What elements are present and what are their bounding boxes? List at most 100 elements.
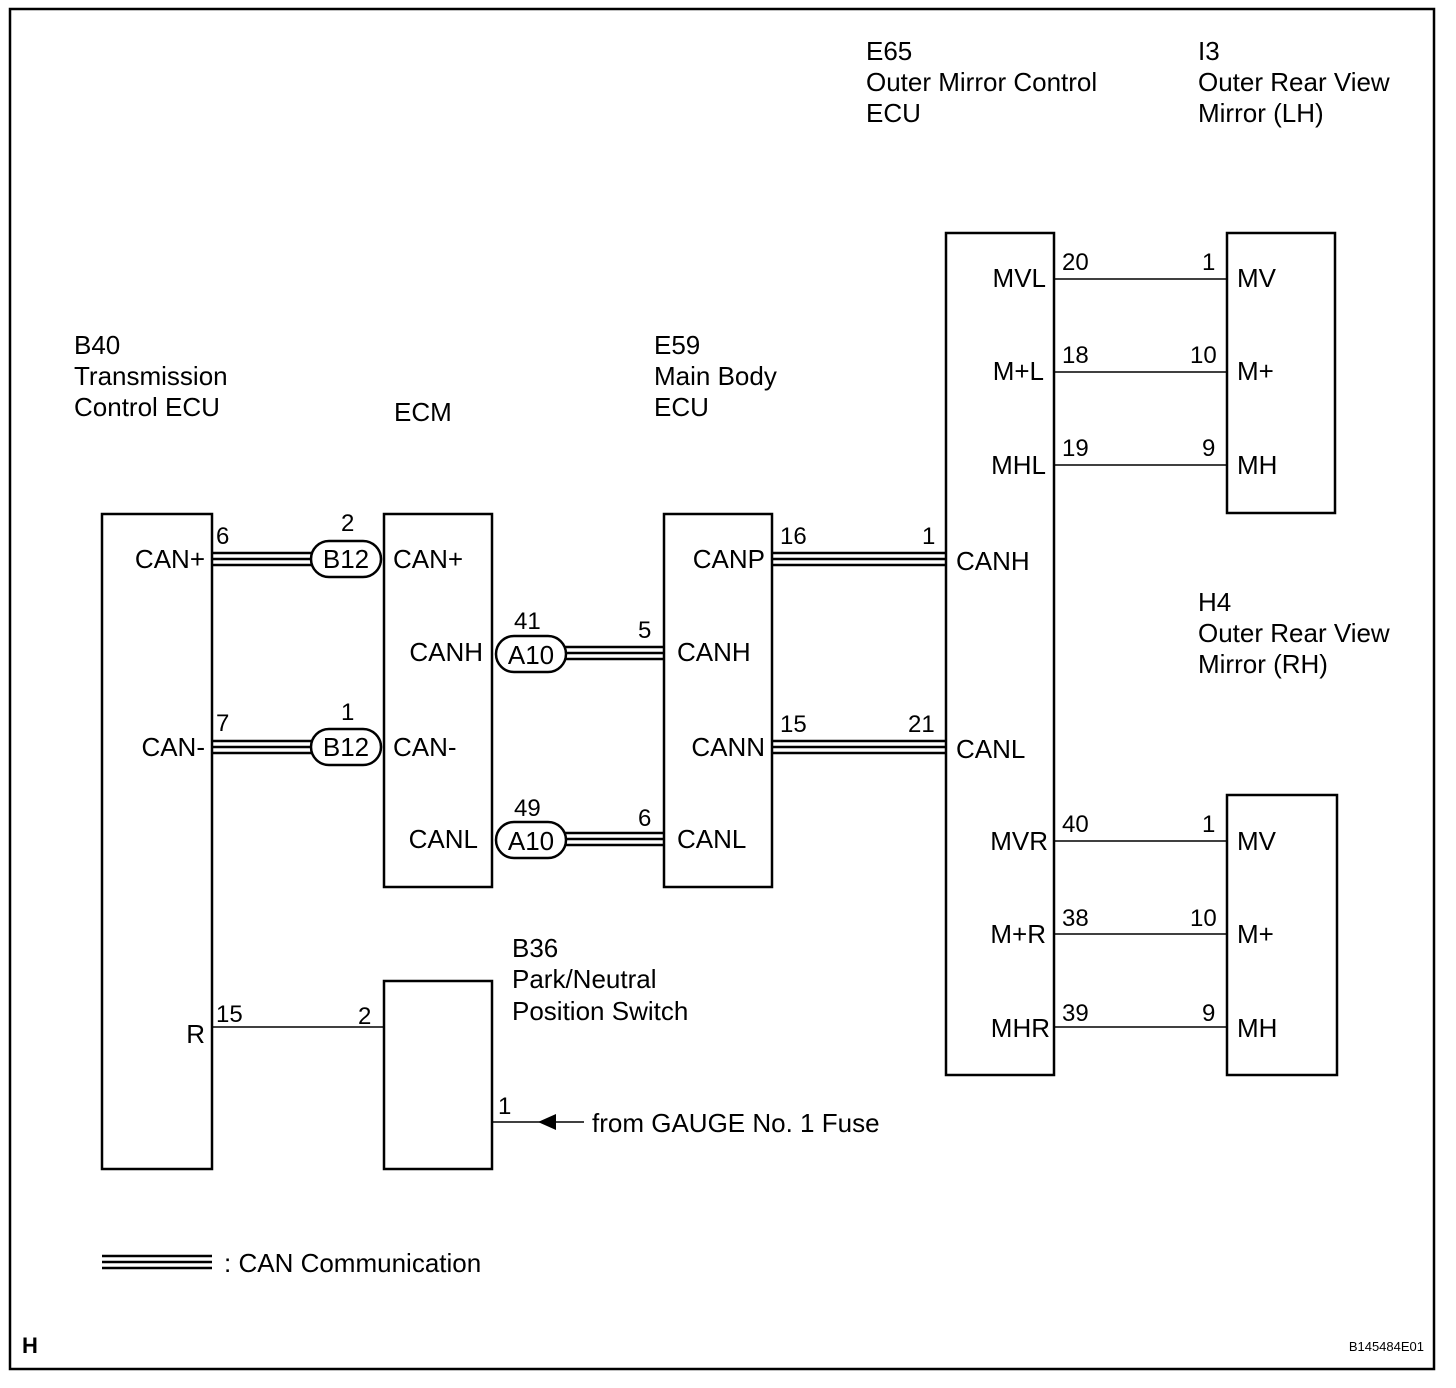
e65-terminal-mpl: M+L: [993, 356, 1044, 386]
pin-number: 49: [514, 795, 541, 822]
pin-number: 1: [341, 699, 354, 726]
pin-number: 41: [514, 608, 541, 635]
pin-number: 10: [1190, 342, 1217, 369]
e65-terminal-mhr: MHR: [991, 1013, 1050, 1043]
b36-name-line1: Park/Neutral: [512, 964, 657, 994]
pin-number: 1: [1202, 811, 1215, 838]
e59-terminal-canl: CANL: [677, 824, 746, 854]
i3-terminal-mplus: M+: [1237, 356, 1274, 386]
e65-terminal-mvr: MVR: [990, 826, 1048, 856]
h4-name-line1: Outer Rear View: [1198, 618, 1390, 648]
e59-code: E59: [654, 330, 700, 360]
e59-terminal-canh: CANH: [677, 637, 751, 667]
can-wire-ecm-canl: [562, 831, 664, 847]
e65-terminal-mpr: M+R: [990, 919, 1046, 949]
pin-number: 18: [1062, 342, 1089, 369]
pin-number: 1: [1202, 249, 1215, 276]
ecm-terminal-can-plus: CAN+: [393, 544, 463, 574]
legend-label: : CAN Communication: [224, 1248, 481, 1278]
pin-number: 20: [1062, 249, 1089, 276]
ecm-terminal-can-minus: CAN-: [393, 732, 457, 762]
pin-number: 10: [1190, 905, 1217, 932]
fuse-arrow-icon: [538, 1114, 556, 1130]
pin-number: 1: [922, 523, 935, 550]
pin-number: 6: [216, 523, 229, 550]
fuse-note: from GAUGE No. 1 Fuse: [592, 1108, 880, 1138]
h4-code: H4: [1198, 587, 1231, 617]
e59-terminal-canp: CANP: [693, 544, 765, 574]
e65-name-line2: ECU: [866, 98, 921, 128]
pin-number: 7: [216, 710, 229, 737]
connector-label: B12: [323, 544, 369, 574]
ecm-terminal-canh: CANH: [409, 637, 483, 667]
connector-label: A10: [508, 826, 554, 856]
b36-code: B36: [512, 933, 558, 963]
i3-name-line1: Outer Rear View: [1198, 67, 1390, 97]
pin-number: 2: [358, 1003, 371, 1030]
can-wire-b40-canminus: [212, 739, 313, 755]
h4-name-line2: Mirror (RH): [1198, 649, 1328, 679]
e65-box: [944, 231, 1056, 1077]
pin-number: 16: [780, 523, 807, 550]
connector-b12-top: B12: [309, 539, 383, 579]
e65-name-line1: Outer Mirror Control: [866, 67, 1097, 97]
e59-box: [662, 512, 774, 889]
e59-terminal-cann: CANN: [691, 732, 765, 762]
corner-letter: H: [22, 1333, 38, 1358]
e65-terminal-canl: CANL: [956, 734, 1025, 764]
pin-number: 9: [1202, 1000, 1215, 1027]
pin-number: 2: [341, 510, 354, 537]
connector-a10-top: A10: [494, 634, 568, 674]
e65-code: E65: [866, 36, 912, 66]
pin-number: 15: [780, 711, 807, 738]
can-wire-e59-cann: [772, 739, 946, 755]
connector-label: A10: [508, 640, 554, 670]
i3-box: [1225, 231, 1337, 515]
e65-terminal-mhl: MHL: [991, 450, 1046, 480]
b40-terminal-can-minus: CAN-: [141, 732, 205, 762]
can-wire-ecm-canh: [562, 645, 664, 661]
connector-a10-bottom: A10: [494, 820, 568, 860]
ecm-title: ECM: [394, 397, 452, 427]
connector-b12-bottom: B12: [309, 727, 383, 767]
i3-name-line2: Mirror (LH): [1198, 98, 1324, 128]
pin-number: 39: [1062, 1000, 1089, 1027]
h4-terminal-mv: MV: [1237, 826, 1277, 856]
h4-box: [1225, 793, 1339, 1077]
pin-number: 15: [216, 1001, 243, 1028]
figure-id: B145484E01: [1349, 1339, 1424, 1354]
pin-number: 9: [1202, 435, 1215, 462]
e59-name-line2: ECU: [654, 392, 709, 422]
pin-number: 38: [1062, 905, 1089, 932]
b40-name-line1: Transmission: [74, 361, 228, 391]
can-wire-e59-canp: [772, 551, 946, 567]
pin-number: 6: [638, 805, 651, 832]
i3-terminal-mh: MH: [1237, 450, 1277, 480]
legend-can-symbol: [102, 1254, 212, 1270]
b40-terminal-r: R: [186, 1019, 205, 1049]
ecm-box: [382, 512, 494, 889]
pin-number: 21: [908, 711, 935, 738]
e65-terminal-mvl: MVL: [993, 263, 1046, 293]
i3-terminal-mv: MV: [1237, 263, 1277, 293]
pin-number: 1: [498, 1093, 511, 1120]
pin-number: 19: [1062, 435, 1089, 462]
b40-terminal-can-plus: CAN+: [135, 544, 205, 574]
pin-number: 5: [638, 617, 651, 644]
ecm-terminal-canl: CANL: [409, 824, 478, 854]
e59-name-line1: Main Body: [654, 361, 777, 391]
b40-code: B40: [74, 330, 120, 360]
h4-terminal-mplus: M+: [1237, 919, 1274, 949]
e65-terminal-canh: CANH: [956, 546, 1030, 576]
h4-terminal-mh: MH: [1237, 1013, 1277, 1043]
b36-name-line2: Position Switch: [512, 996, 688, 1026]
b36-box: [382, 979, 494, 1171]
i3-code: I3: [1198, 36, 1220, 66]
connector-label: B12: [323, 732, 369, 762]
b40-name-line2: Control ECU: [74, 392, 220, 422]
diagram-frame: [8, 7, 1436, 1371]
pin-number: 40: [1062, 811, 1089, 838]
can-wire-b40-canplus: [212, 551, 313, 567]
b40-box: [100, 512, 214, 1171]
